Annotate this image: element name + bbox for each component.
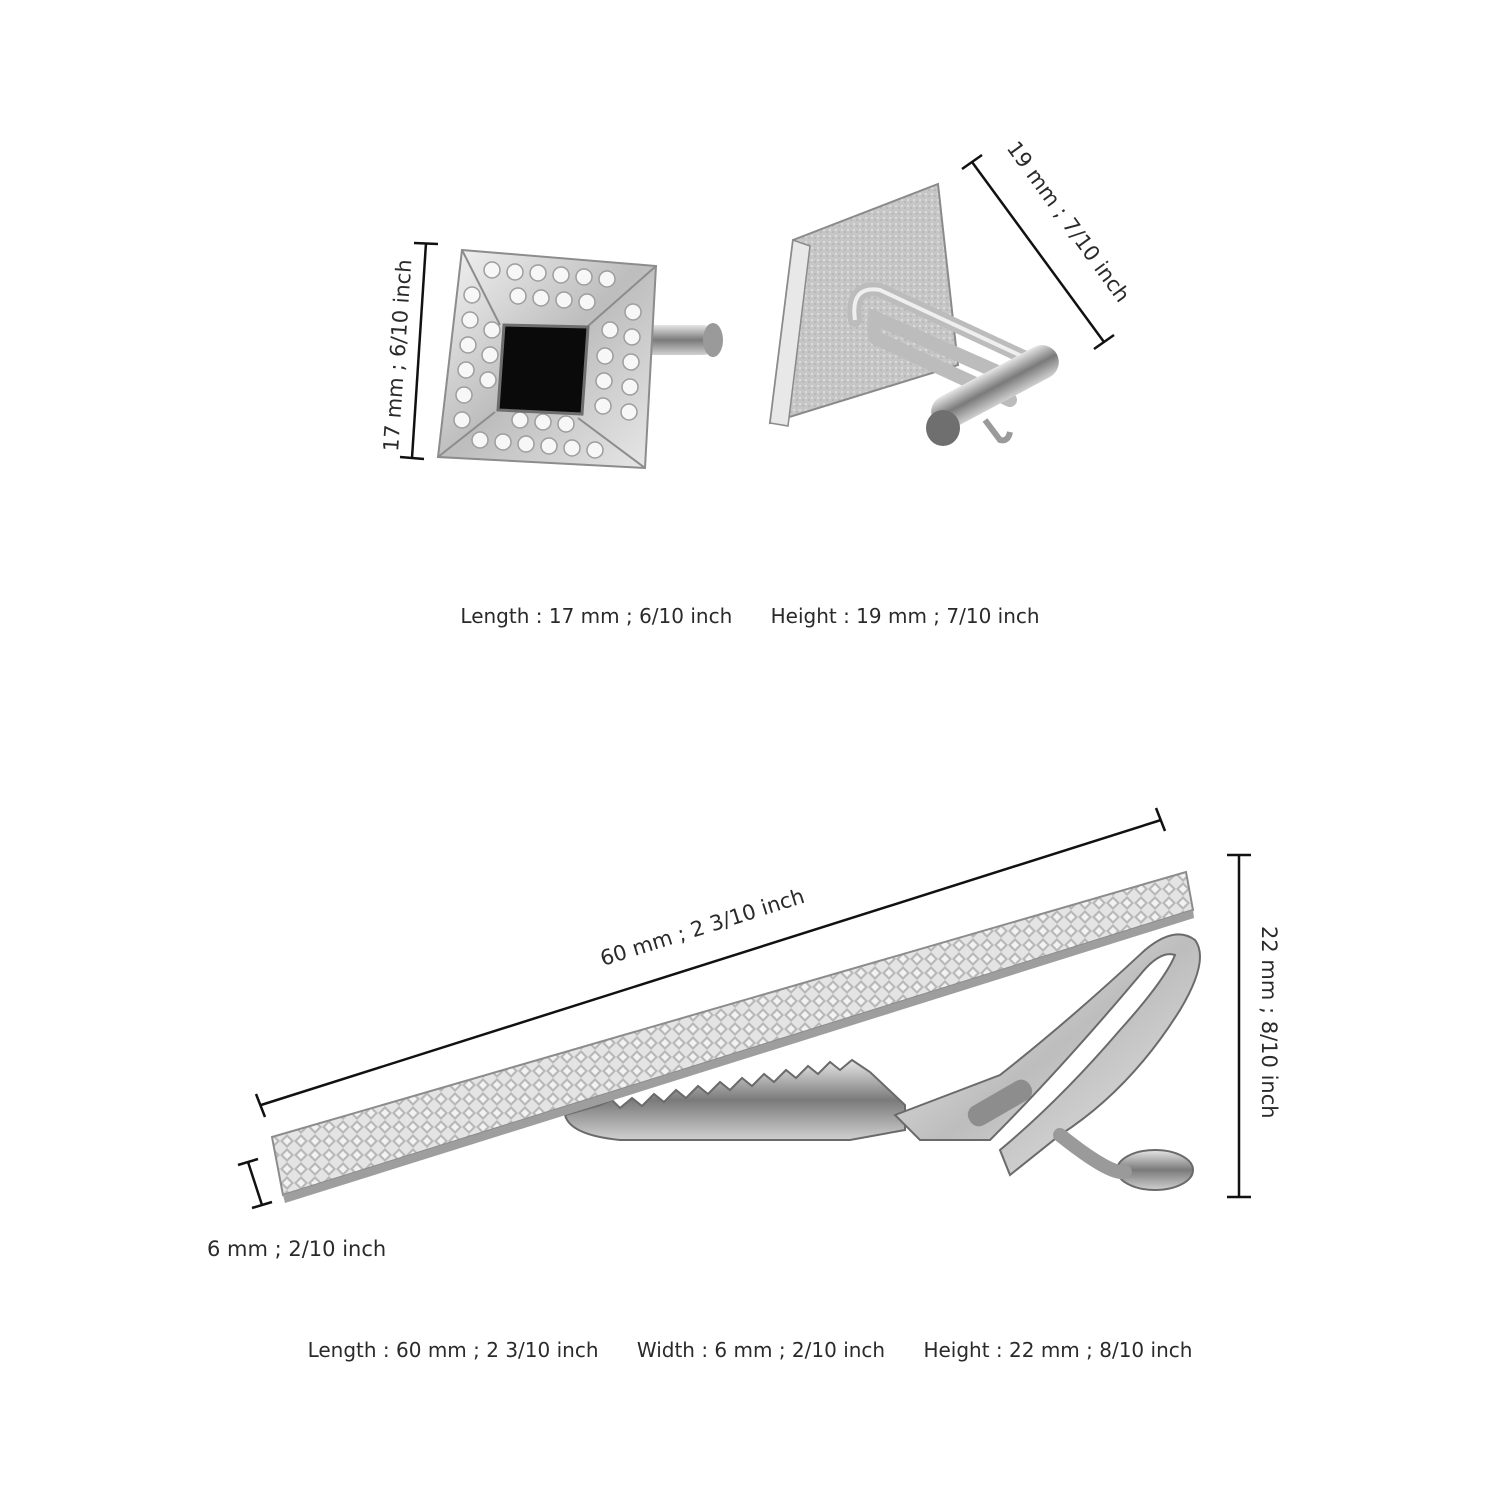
cufflink-post [640,325,715,355]
tie-clip-height-dimension-line [1227,853,1251,1199]
tie-clip-bar-edge [283,910,1194,1203]
tie-clip-length-dimension-label: 60 mm ; 2 3/10 inch [597,884,807,971]
cufflinks-height-caption: Height : 19 mm ; 7/10 inch [770,604,1040,628]
tie-clip-width-dimension-label: 6 mm ; 2/10 inch [207,1237,386,1261]
tie-clip-caption: Length : 60 mm ; 2 3/10 inch Width : 6 m… [0,1338,1500,1362]
crystal-stones [453,261,642,459]
cufflinks-caption: Length : 17 mm ; 6/10 inch Height : 19 m… [0,604,1500,628]
black-enamel-center [496,323,590,416]
cufflink-toggle-bar [931,345,1059,429]
tie-clip-length-caption: Length : 60 mm ; 2 3/10 inch [307,1338,599,1362]
tie-clip [270,870,1201,1203]
cufflink-back-dimension-label: 19 mm ; 7/10 inch [1002,137,1135,307]
cufflink-front-dimension-line [399,241,439,461]
cufflink-bevel-lines [437,249,657,469]
cufflink-back-dimension-line [961,153,1115,351]
cufflink-post-end [703,323,723,357]
cufflink-front-dimension-label: 17 mm ; 6/10 inch [379,259,416,453]
tie-clip-width-caption: Width : 6 mm ; 2/10 inch [636,1338,886,1362]
tie-clip-length-dimension-line [254,807,1167,1118]
tie-clip-height-dimension-label: 22 mm ; 8/10 inch [1257,926,1281,1119]
tie-clip-height-caption: Height : 22 mm ; 8/10 inch [923,1338,1193,1362]
cufflinks-length-caption: Length : 17 mm ; 6/10 inch [460,604,733,628]
tie-clip-toothed-clamp [563,1058,906,1141]
cufflink-front [436,248,723,470]
tie-clip-hinge [967,1079,1033,1127]
cufflink-back [768,182,1059,446]
tie-clip-width-dimension-line [237,1157,273,1210]
cufflink-back-edge [769,238,811,427]
